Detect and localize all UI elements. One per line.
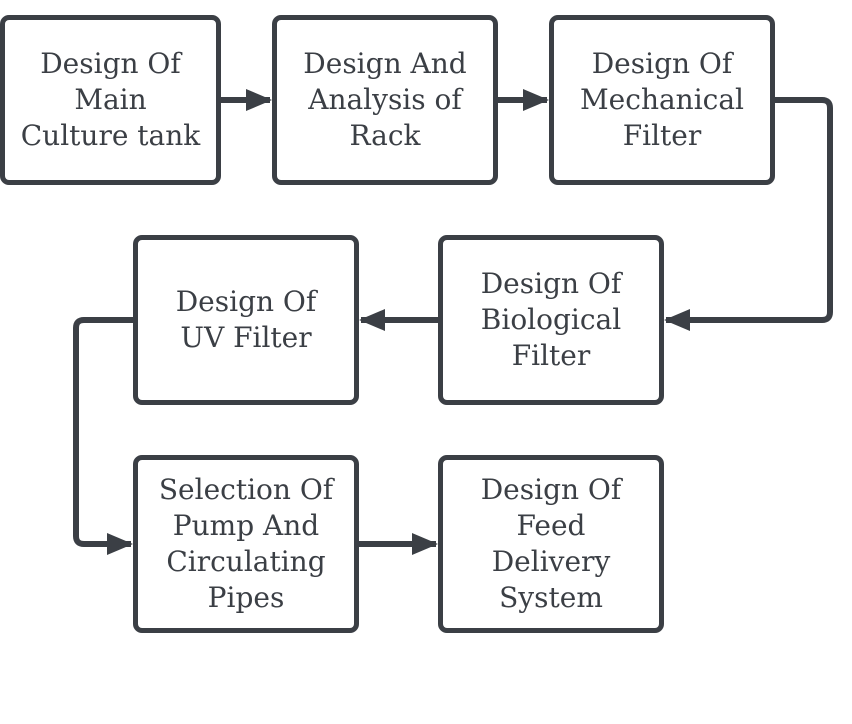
- box-uv-filter: Design Of UV Filter: [133, 235, 359, 405]
- box-label-line: Mechanical: [580, 83, 744, 116]
- box-label-line: Analysis of: [308, 83, 462, 116]
- box-label-line: Delivery: [491, 545, 611, 578]
- box-label-line: Selection Of: [158, 473, 334, 506]
- box-label-line: Design Of: [40, 47, 181, 80]
- arrow-uv-to-pump: [73, 317, 133, 555]
- box-label-line: Rack: [349, 119, 421, 152]
- box-label-line: Feed: [516, 509, 586, 542]
- box-rack: Design And Analysis of Rack: [272, 15, 498, 185]
- box-pump-pipes: Selection Of Pump And Circulating Pipes: [133, 455, 359, 633]
- box-label-line: Main: [74, 83, 147, 116]
- box-label-line: Design Of: [175, 285, 317, 318]
- box-mechanical-filter: Design Of Mechanical Filter: [549, 15, 775, 185]
- box-label-line: UV Filter: [180, 321, 312, 354]
- box-label-line: Design Of: [591, 47, 733, 80]
- box-label-line: Culture tank: [20, 119, 201, 152]
- box-biological-filter: Design Of Biological Filter: [438, 235, 664, 405]
- box-label-line: Design And: [303, 47, 467, 80]
- box-label-line: Circulating: [166, 545, 326, 578]
- box-label-line: Filter: [511, 339, 591, 372]
- box-label-line: Design Of: [480, 267, 622, 300]
- box-label-line: Pump And: [172, 509, 320, 542]
- box-main-culture-tank: Design Of Main Culture tank: [0, 15, 221, 185]
- box-label-line: System: [499, 581, 603, 614]
- box-feed-delivery: Design Of Feed Delivery System: [438, 455, 664, 633]
- box-label-line: Filter: [622, 119, 702, 152]
- box-label-line: Pipes: [207, 581, 285, 614]
- box-label-line: Design Of: [480, 473, 622, 506]
- box-label-line: Biological: [480, 303, 622, 336]
- arrow-mechanical-to-biological: [664, 97, 833, 331]
